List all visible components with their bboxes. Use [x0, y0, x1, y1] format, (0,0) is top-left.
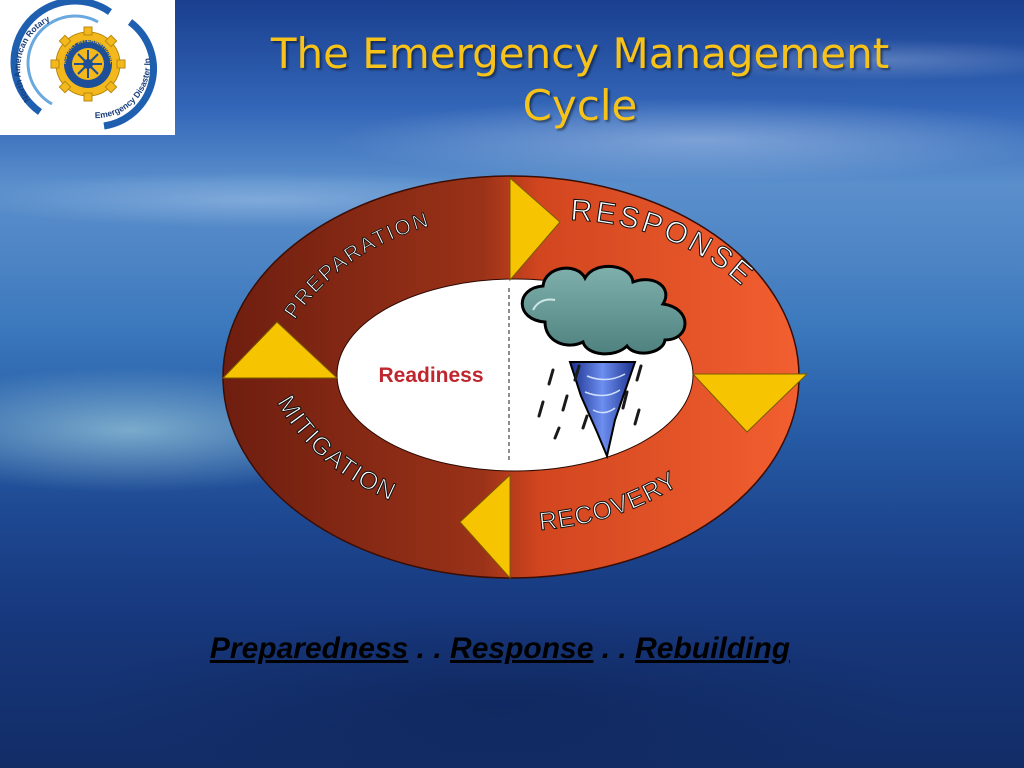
emergency-cycle-diagram: PREPARATION RESPONSE MITIGATION RECOVERY… [221, 175, 809, 580]
tagline-response: Response [450, 632, 594, 665]
rotary-logo: North American Rotary Emergency Disaster… [0, 0, 175, 135]
arrow-top [509, 176, 561, 282]
arrow-left [221, 321, 339, 379]
arrow-right [691, 373, 809, 433]
tagline-separator-1: . . [408, 632, 451, 665]
slide-title-line1: The Emergency Management [270, 29, 890, 78]
rotary-wheel-icon: ROTARY INTERNATIONAL [50, 26, 126, 102]
tagline: Preparedness . . Response . . Rebuilding [0, 632, 1000, 666]
storm-cloud-icon [520, 264, 687, 460]
arrow-bottom [459, 473, 511, 580]
center-label-readiness: Readiness [378, 364, 483, 387]
tagline-preparedness: Preparedness [209, 632, 409, 665]
tagline-rebuilding: Rebuilding [635, 632, 791, 665]
rotary-logo-emblem: North American Rotary Emergency Disaster… [0, 0, 157, 130]
slide-title-line2: Cycle [522, 81, 638, 130]
tagline-separator-2: . . [593, 632, 636, 665]
slide-title: The Emergency Management Cycle [180, 28, 980, 132]
